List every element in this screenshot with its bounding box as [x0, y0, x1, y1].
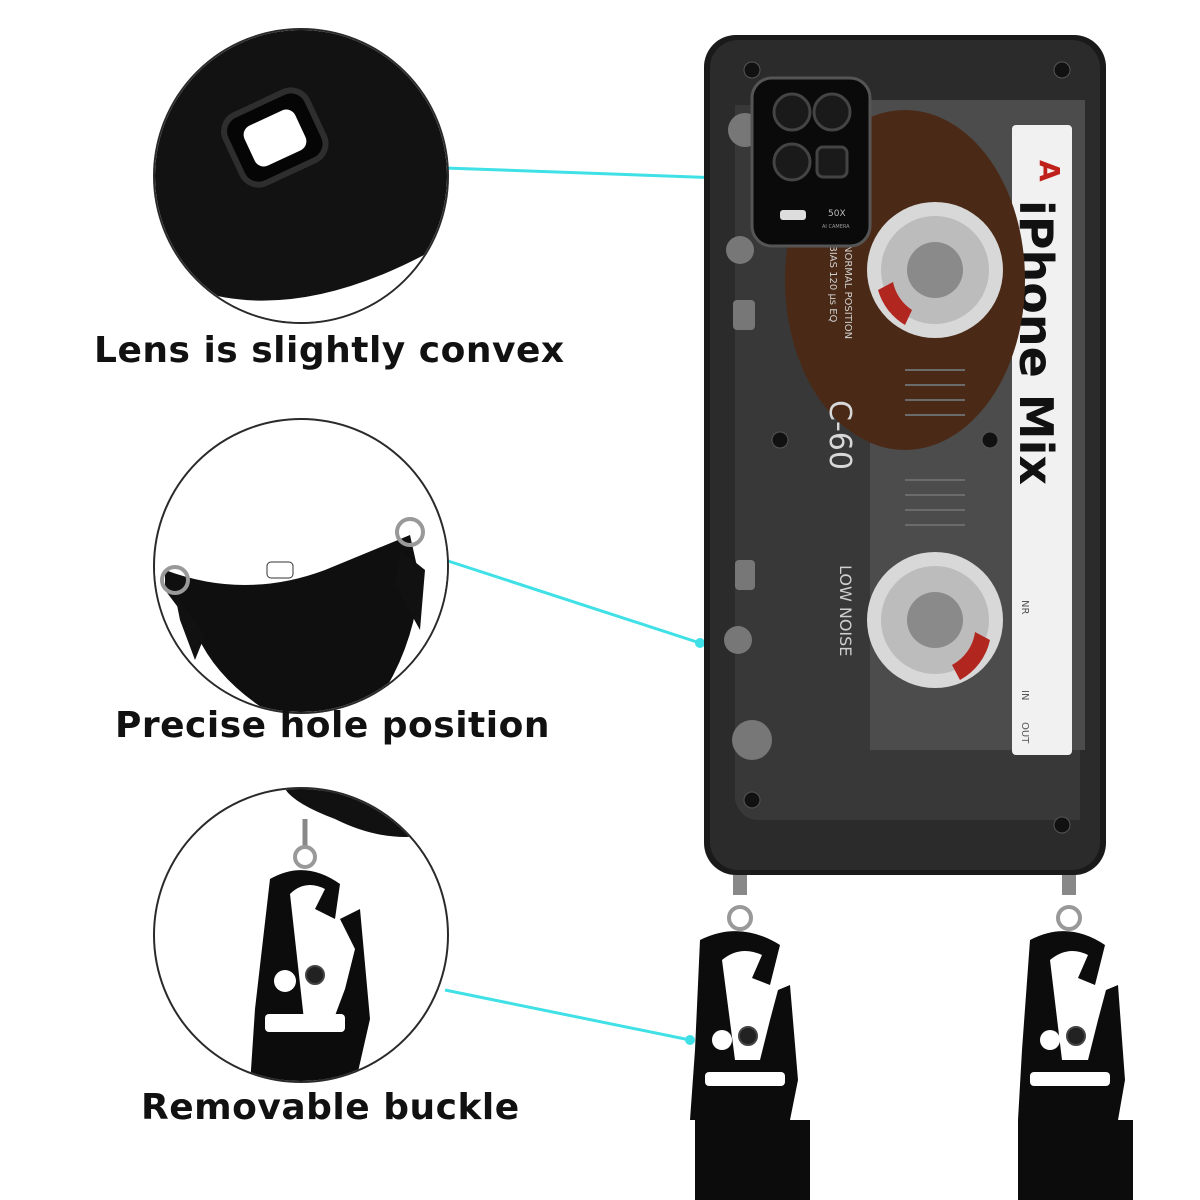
svg-text:50X: 50X	[828, 209, 846, 219]
camera-lens-icon	[812, 92, 852, 132]
cassette-model: C-60	[822, 400, 857, 470]
charging-port-icon	[266, 561, 294, 579]
connector-dot-hole	[695, 638, 705, 648]
feature-caption-lens: Lens is slightly convex	[94, 330, 565, 371]
connector-line-buckle	[444, 988, 691, 1042]
svg-text:NORMAL POSITION: NORMAL POSITION	[842, 245, 853, 339]
right-hook-icon	[1018, 931, 1133, 1200]
cassette-side: A	[1033, 160, 1066, 182]
camera-sensor-icon	[815, 145, 849, 179]
connector-dot-buckle	[685, 1035, 695, 1045]
camera-lens-icon	[772, 142, 812, 182]
right-ring-icon	[395, 517, 425, 547]
camera-lens-icon	[772, 92, 812, 132]
speaker-holes-icon	[309, 538, 377, 566]
svg-text:OUT: OUT	[1019, 722, 1030, 744]
camera-cutout-closeup	[153, 28, 449, 324]
cassette-noise: LOW NOISE	[836, 565, 855, 656]
connector-line-lens	[444, 166, 723, 180]
buckle-closeup	[153, 787, 449, 1083]
flash-icon	[780, 210, 806, 220]
bottom-reel-icon	[867, 552, 1003, 688]
feature-caption-buckle: Removable buckle	[141, 1087, 520, 1128]
svg-text:NR: NR	[1019, 600, 1030, 614]
cassette-label	[1012, 125, 1072, 755]
left-hook-icon	[690, 931, 810, 1200]
svg-text:AI CAMERA: AI CAMERA	[822, 224, 850, 230]
buckle-ring-icon	[293, 845, 317, 869]
svg-text:BIAS 120 µs EQ: BIAS 120 µs EQ	[827, 245, 838, 323]
strap-hole-closeup	[153, 418, 449, 714]
left-ring-icon	[160, 565, 190, 595]
top-reel-icon	[867, 202, 1003, 338]
feature-caption-hole: Precise hole position	[115, 705, 550, 746]
svg-text:IN: IN	[1019, 690, 1030, 700]
connector-line-hole	[444, 558, 701, 645]
